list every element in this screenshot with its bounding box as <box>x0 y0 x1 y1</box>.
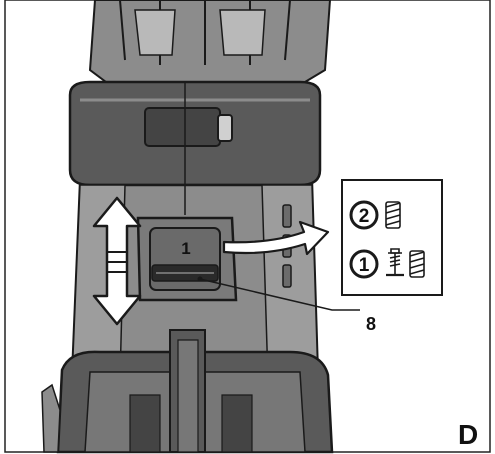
callout-8-line <box>199 278 360 311</box>
tool-top-light <box>134 9 266 56</box>
drill-bit-icon <box>385 201 401 229</box>
legend-item-2-number: 2 <box>359 206 370 227</box>
bumper-cutout <box>129 394 253 453</box>
side-clip-left <box>41 383 61 453</box>
legend-box <box>341 179 443 296</box>
callout-8-label: 8 <box>366 314 376 334</box>
legend-item-1-number: 1 <box>359 255 370 276</box>
tool-top-housing <box>88 0 332 86</box>
figure-label: D <box>458 419 478 450</box>
collar-switch <box>217 114 233 142</box>
selector-number: 1 <box>181 239 190 258</box>
screw-icon <box>386 248 404 277</box>
lower-clip-front-inner <box>177 339 199 453</box>
selector-to-legend-arrow <box>222 220 330 256</box>
legend-item-2-circle <box>349 200 379 230</box>
collar-window <box>144 107 221 147</box>
arrow-stripes <box>107 251 127 273</box>
legend-item-1-circle <box>349 249 379 279</box>
drill-bit-icon <box>409 250 425 278</box>
